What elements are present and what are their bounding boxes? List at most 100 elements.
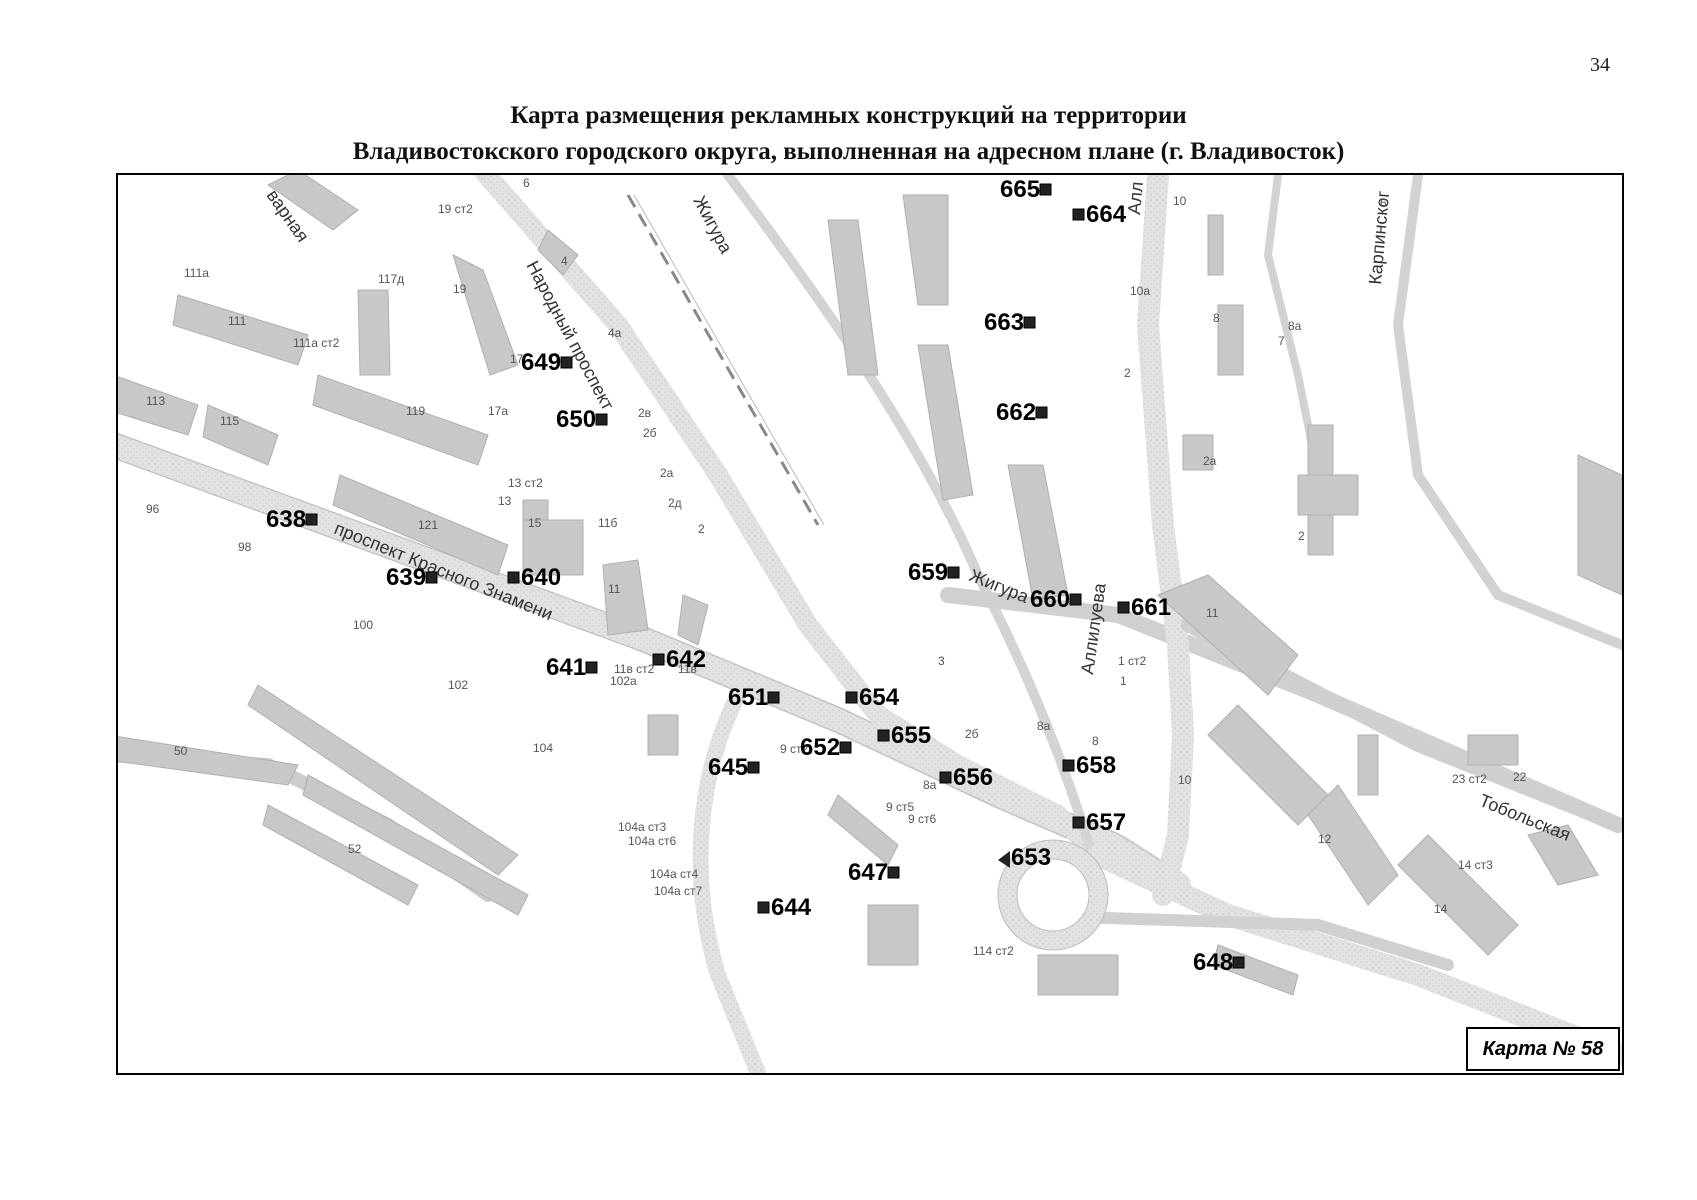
marker-648[interactable]: 648: [1193, 949, 1245, 976]
building-number: 111а ст2: [293, 336, 340, 350]
building-number: 2б: [643, 426, 657, 440]
building-number: 3: [938, 654, 945, 668]
billboard-icon: [877, 729, 890, 742]
markers: 638 639 640 641 642 644 645 647 648 649 650 651 652 6…: [266, 176, 1245, 976]
marker-658[interactable]: 658: [1062, 752, 1116, 779]
building-number: 121: [418, 518, 438, 532]
marker-label-656: 656: [953, 764, 993, 791]
marker-655[interactable]: 655: [877, 722, 931, 749]
building-number: 2: [698, 522, 705, 536]
building-number: 2б: [965, 727, 979, 741]
billboard-icon: [947, 566, 960, 579]
building-number: 102а: [610, 674, 637, 688]
building-number: 10: [1178, 773, 1192, 787]
marker-label-642: 642: [666, 646, 706, 673]
marker-651[interactable]: 651: [728, 684, 780, 711]
marker-642[interactable]: 642: [652, 646, 706, 673]
billboard-icon: [757, 901, 770, 914]
building-number: 11в ст2: [614, 662, 655, 676]
building-number: 8а: [923, 778, 937, 792]
marker-662[interactable]: 662: [996, 399, 1048, 426]
building-number: 19: [453, 282, 467, 296]
building-number: 7: [1278, 334, 1285, 348]
title-line-2: Владивостокского городского округа, выпо…: [352, 138, 1345, 165]
marker-639[interactable]: 639: [386, 564, 438, 591]
billboard-icon: [1023, 316, 1036, 329]
marker-660[interactable]: 660: [1030, 586, 1082, 613]
marker-659[interactable]: 659: [908, 559, 960, 586]
marker-656[interactable]: 656: [939, 764, 993, 791]
map-number-label: Карта № 58: [1466, 1027, 1620, 1071]
building-number: 13: [498, 494, 512, 508]
billboard-icon: [1232, 956, 1245, 969]
building-number: 12: [1318, 832, 1332, 846]
marker-663[interactable]: 663: [984, 309, 1036, 336]
billboard-icon: [939, 771, 952, 784]
building-number: 96: [146, 502, 160, 516]
marker-638[interactable]: 638: [266, 506, 318, 533]
marker-645[interactable]: 645: [708, 754, 760, 781]
marker-650[interactable]: 650: [556, 406, 608, 433]
road-krasnogo-znameni: [118, 432, 1191, 898]
marker-661[interactable]: 661: [1117, 594, 1171, 621]
marker-label-659: 659: [908, 559, 948, 586]
street-label-alliluyeva-top: Алл: [1124, 181, 1147, 216]
marker-label-654: 654: [859, 684, 900, 711]
building-number: 10: [1173, 194, 1187, 208]
marker-label-647: 647: [848, 859, 888, 886]
marker-label-648: 648: [1193, 949, 1233, 976]
billboard-icon: [1069, 593, 1082, 606]
billboard-icon: [747, 761, 760, 774]
billboard-icon: [1072, 208, 1085, 221]
marker-640[interactable]: 640: [507, 564, 561, 591]
building-number: 11в: [678, 662, 697, 676]
map-canvas: варная Народный проспект проспект Красно…: [118, 175, 1622, 1073]
billboard-icon: [1035, 406, 1048, 419]
marker-label-661: 661: [1131, 594, 1171, 621]
marker-label-641: 641: [546, 654, 586, 681]
marker-652[interactable]: 652: [800, 734, 852, 761]
building-number: 2: [1298, 529, 1305, 543]
building-number: 98: [238, 540, 252, 554]
marker-664[interactable]: 664: [1072, 201, 1127, 228]
marker-label-638: 638: [266, 506, 306, 533]
marker-654[interactable]: 654: [845, 684, 900, 711]
billboard-icon: [998, 851, 1010, 868]
marker-label-653: 653: [1011, 844, 1051, 871]
building-number: 100: [353, 618, 373, 632]
title-line-1: Карта размещения рекламных конструкций н…: [510, 102, 1187, 129]
building-number: 104а ст7: [654, 884, 703, 898]
building-number: 10а: [1130, 284, 1150, 298]
billboard-icon: [1117, 601, 1130, 614]
marker-647[interactable]: 647: [848, 859, 900, 886]
building-number: 9 ст5: [886, 800, 915, 814]
marker-label-649: 649: [521, 349, 561, 376]
building-number: 14 ст3: [1458, 858, 1493, 872]
billboard-icon: [845, 691, 858, 704]
billboard-icon: [425, 571, 438, 584]
building-number: 2д: [668, 496, 682, 510]
marker-641[interactable]: 641: [546, 654, 598, 681]
building-number: 11б: [598, 516, 617, 530]
marker-665[interactable]: 665: [1000, 176, 1052, 203]
marker-653[interactable]: 653: [998, 844, 1051, 871]
billboard-icon: [1072, 816, 1085, 829]
marker-label-640: 640: [521, 564, 561, 591]
road-narodny: [473, 175, 1108, 865]
marker-label-644: 644: [771, 894, 812, 921]
building-number: 14: [1434, 902, 1448, 916]
building-number: 19 ст2: [438, 202, 473, 216]
marker-649[interactable]: 649: [521, 349, 573, 376]
marker-644[interactable]: 644: [757, 894, 812, 921]
map[interactable]: варная Народный проспект проспект Красно…: [116, 173, 1624, 1075]
marker-657[interactable]: 657: [1072, 809, 1126, 836]
marker-label-651: 651: [728, 684, 768, 711]
building-number: 8: [1213, 311, 1220, 325]
building-number: 104а ст3: [618, 820, 667, 834]
building-number: 113: [146, 394, 165, 408]
billboard-icon: [595, 413, 608, 426]
building-number: 104а ст4: [650, 867, 699, 881]
marker-label-665: 665: [1000, 176, 1040, 203]
building-number: 52: [348, 842, 362, 856]
